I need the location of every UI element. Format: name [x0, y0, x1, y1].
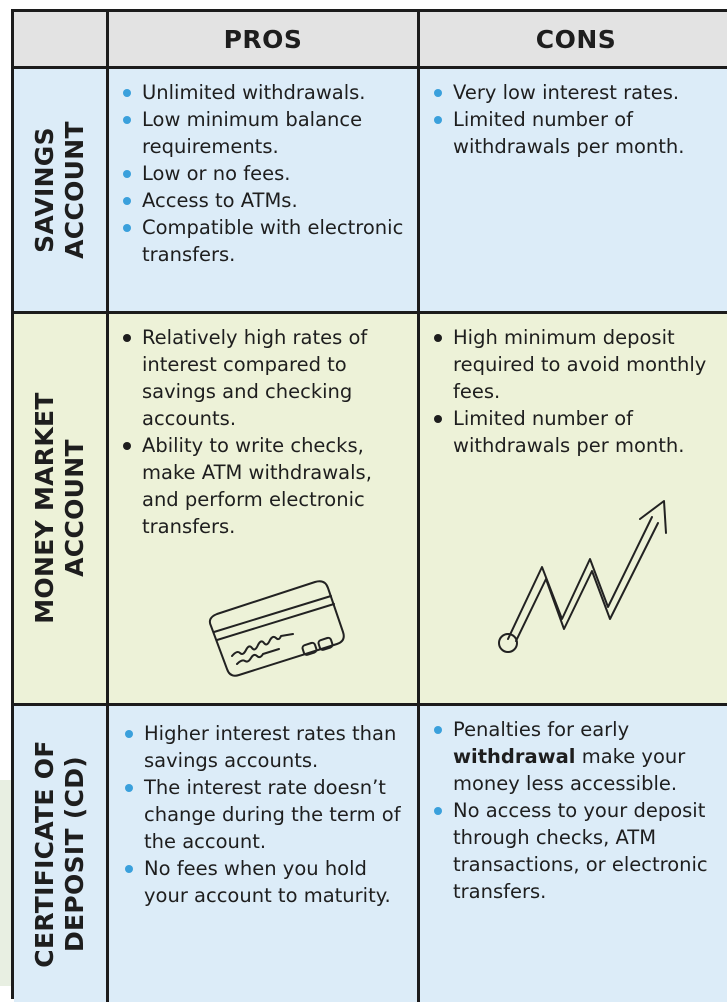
savings-label: SAVINGS ACCOUNT [30, 121, 90, 259]
list-item: Access to ATMs. [118, 187, 413, 214]
savings-label-line-2: ACCOUNT [60, 121, 89, 259]
list-item: Compatible with electronic transfers. [118, 214, 413, 268]
list-item: The interest rate doesn’t change during … [120, 774, 412, 855]
savings-label-line-1: SAVINGS [30, 127, 59, 253]
money-market-pros-cell: Relatively high rates of interest compar… [109, 314, 417, 703]
list-item: Limited number of withdrawals per month. [429, 405, 727, 459]
credit-card-icon [208, 580, 345, 677]
list-item: Low or no fees. [118, 160, 413, 187]
list-item: Limited number of withdrawals per month. [429, 106, 727, 160]
rising-arrow-icon [498, 500, 667, 653]
list-item: No fees when you hold your account to ma… [120, 855, 412, 909]
savings-cons-list: Very low interest rates. Limited number … [429, 79, 727, 160]
savings-pros-cell: Unlimited withdrawals. Low minimum balan… [109, 69, 417, 311]
money-market-pros-list: Relatively high rates of interest compar… [118, 324, 410, 540]
savings-pros-list: Unlimited withdrawals. Low minimum balan… [118, 79, 413, 268]
header-corner-cell [14, 12, 106, 66]
grid-line [106, 12, 109, 1002]
list-item: Relatively high rates of interest compar… [118, 324, 410, 432]
list-item: Higher interest rates than savings accou… [120, 720, 412, 774]
cd-cons-list: Penalties for early withdrawal make your… [429, 716, 727, 905]
list-item: High minimum deposit required to avoid m… [429, 324, 727, 405]
grid-line [14, 311, 727, 314]
grid-line [14, 703, 727, 706]
list-item: Low minimum balance requirements. [118, 106, 413, 160]
savings-label-cell: SAVINGS ACCOUNT [14, 69, 106, 311]
header-cons: CONS [420, 12, 727, 66]
savings-cons-cell: Very low interest rates. Limited number … [420, 69, 727, 311]
money-market-label: MONEY MARKET ACCOUNT [30, 392, 90, 624]
header-pros: PROS [109, 12, 417, 66]
list-item: Penalties for early withdrawal make your… [429, 716, 727, 797]
cd-pros-cell: Higher interest rates than savings accou… [109, 706, 417, 1002]
cd-cons-text-before: Penalties for early [453, 718, 630, 741]
grid-line [417, 12, 420, 1002]
money-market-label-cell: MONEY MARKET ACCOUNT [14, 314, 106, 703]
list-item: Very low interest rates. [429, 79, 727, 106]
comparison-table: PROS CONS SAVINGS ACCOUNT Unlimited with… [11, 9, 727, 1002]
list-item: Unlimited withdrawals. [118, 79, 413, 106]
list-item: No access to your deposit through checks… [429, 797, 727, 905]
cd-cons-bold-term: withdrawal [453, 745, 576, 768]
cd-cons-cell: Penalties for early withdrawal make your… [420, 706, 727, 1002]
cd-label-line-1: CERTIFICATE OF [30, 740, 59, 968]
cd-label: CERTIFICATE OF DEPOSIT (CD) [30, 740, 90, 967]
cd-label-cell: CERTIFICATE OF DEPOSIT (CD) [14, 706, 106, 1002]
grid-line [14, 66, 727, 69]
money-market-cons-list: High minimum deposit required to avoid m… [429, 324, 727, 459]
money-market-label-line-1: MONEY MARKET [30, 392, 59, 624]
list-item: Ability to write checks, make ATM withdr… [118, 432, 410, 540]
top-margin [0, 0, 727, 10]
cd-label-line-2: DEPOSIT (CD) [60, 755, 89, 953]
money-market-label-line-2: ACCOUNT [60, 439, 89, 577]
cd-cons-text-after: make your money less accessible. [453, 745, 686, 795]
cd-pros-list: Higher interest rates than savings accou… [120, 720, 412, 909]
money-market-cons-cell: High minimum deposit required to avoid m… [420, 314, 727, 703]
